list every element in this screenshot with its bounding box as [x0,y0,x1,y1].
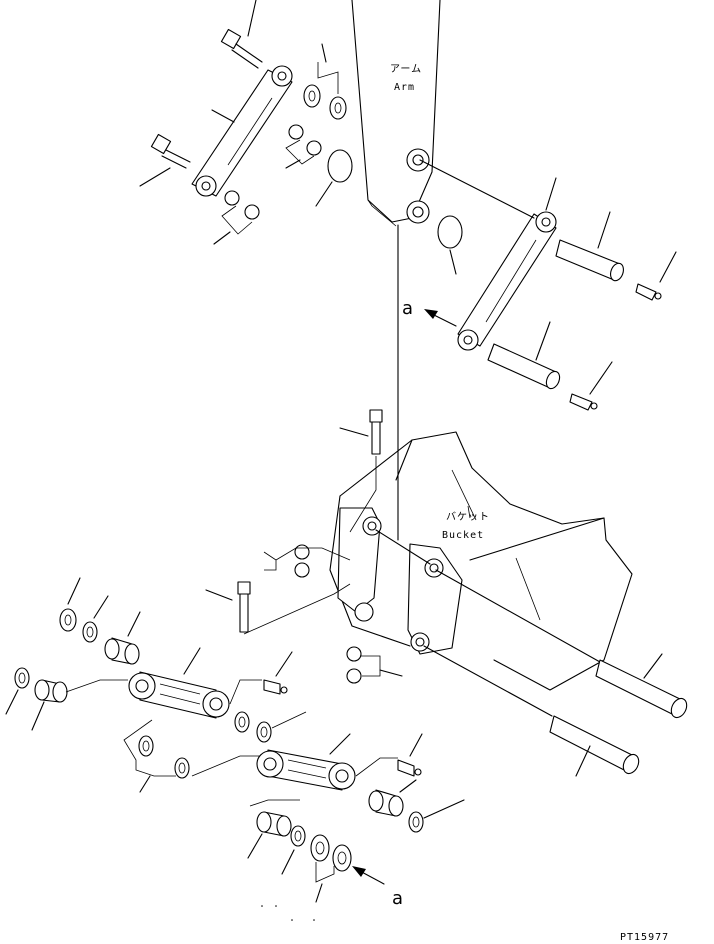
bushing-ll-4 [247,799,300,859]
seal-ll-4 [281,825,306,875]
seals-ll-mid [234,711,307,743]
shim-plate-top [315,149,353,207]
bolt-mid-left [139,133,191,187]
washers-ll-mid [123,719,264,793]
washer-ll-1 [59,577,81,632]
bolt-top [220,28,263,69]
drawing-number: PT15977 [620,932,669,943]
link-lower-1 [128,647,262,719]
bucket-label-en: Bucket [442,530,484,541]
link-lower-2 [256,733,398,791]
bolt-bucket-left [205,581,351,635]
arm-label-jp: アーム [390,63,422,75]
bushing-ll-3 [368,779,417,817]
grease-fitting-lower [569,361,613,411]
bucket-label-jp: バケット [446,511,490,523]
pin-bucket-upper [595,653,688,719]
grease-fitting-ll-1 [263,651,293,695]
dots-bottom [261,905,315,921]
grease-fitting-upper [635,251,677,301]
bolt-bucket-top [339,409,383,533]
link-upper-left [191,0,293,197]
nuts-bucket-right [346,646,403,684]
grease-fitting-ll-2 [397,733,423,777]
pin-bucket-lower [549,715,640,777]
arm-label-en: Arm [394,82,415,93]
link-upper-right [419,159,557,351]
washers-ll-bottom [310,834,352,903]
arm [351,0,441,541]
bucket [329,431,633,717]
pin-right-lower [487,321,561,390]
washers-link-top [303,43,347,120]
nuts-link-bottom [213,190,260,245]
bushing-ll-2 [31,679,128,731]
shim-plate-right [437,215,463,275]
arrow-a-upper [424,309,457,327]
pin-right-upper [555,211,624,282]
reference-a-lower: a [392,888,403,909]
reference-a-upper: a [402,298,413,319]
nuts-link-top [285,124,322,169]
seal-ll-2 [5,667,30,715]
seal-ll-3 [408,799,465,833]
nuts-bucket-left [263,544,351,578]
bushing-ll-1 [104,611,141,665]
seal-ll-1 [82,595,109,643]
arrow-a-lower [352,866,385,885]
